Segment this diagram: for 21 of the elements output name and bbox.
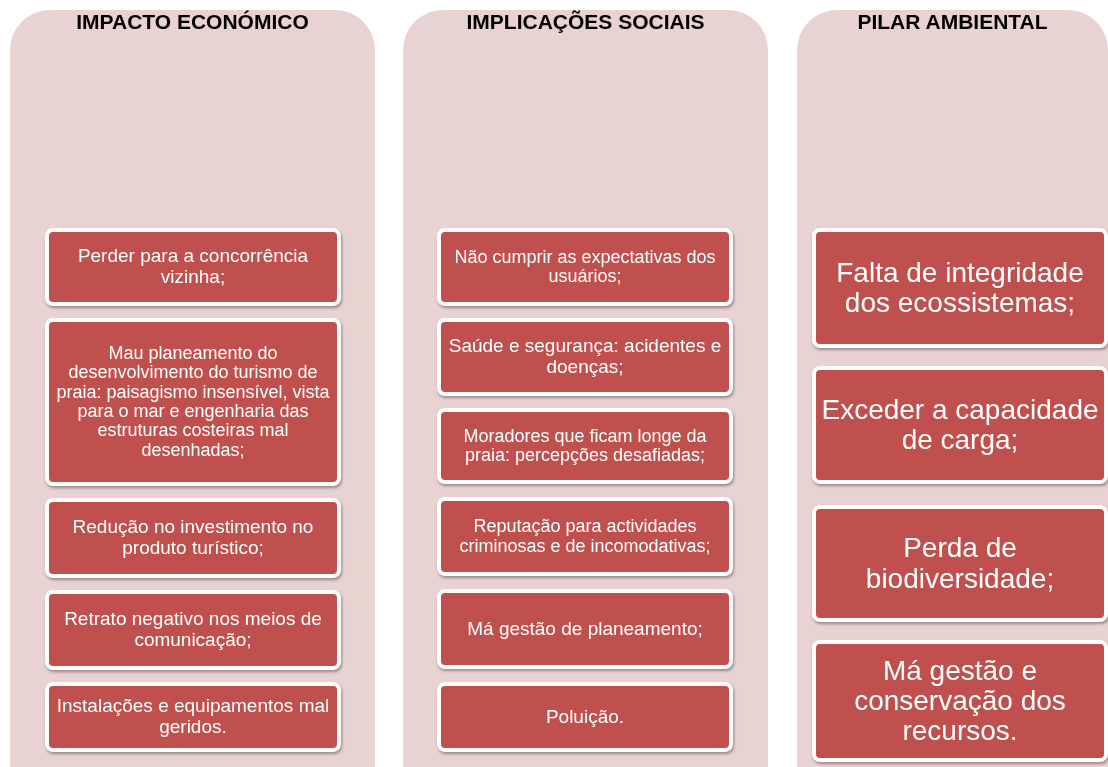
issue-card: Retrato negativo nos meios de comunicação; — [45, 590, 341, 670]
issue-card: Reputação para actividades criminosas e de incomodativas; — [437, 497, 733, 576]
issue-card: Poluição. — [437, 682, 733, 752]
column-heading: IMPACTO ECONÓMICO — [75, 10, 310, 34]
issue-card: Má gestão de planeamento; — [437, 589, 733, 669]
issue-card: Não cumprir as expectativas dos usuários; — [437, 228, 733, 306]
issue-card: Exceder a capacidade de carga; — [812, 366, 1108, 484]
issue-card: Mau planeamento do desenvolvimento do turismo de praia: paisagismo insensível, vista para o mar e engenharia das estruturas costeiras mal desenhadas; — [45, 318, 341, 486]
column-panel — [797, 10, 1108, 767]
issue-card: Perder para a concorrência vizinha; — [45, 228, 341, 306]
issue-card: Falta de integridade dos ecossistemas; — [812, 228, 1108, 348]
issue-card: Má gestão e conservação dos recursos. — [812, 640, 1108, 762]
issue-card: Instalações e equipamentos mal geridos. — [45, 682, 341, 752]
column-panel — [10, 10, 375, 767]
issue-card: Perda de biodiversidade; — [812, 505, 1108, 622]
issue-card: Moradores que ficam longe da praia: percepções desafiadas; — [437, 408, 733, 484]
issue-card: Saúde e segurança: acidentes e doenças; — [437, 318, 733, 396]
issue-card: Redução no investimento no produto turístico; — [45, 498, 341, 578]
column-heading: IMPLICAÇÕES SOCIAIS — [465, 10, 706, 34]
column-panel — [403, 10, 768, 767]
column-heading: PILAR AMBIENTAL — [856, 10, 1049, 34]
